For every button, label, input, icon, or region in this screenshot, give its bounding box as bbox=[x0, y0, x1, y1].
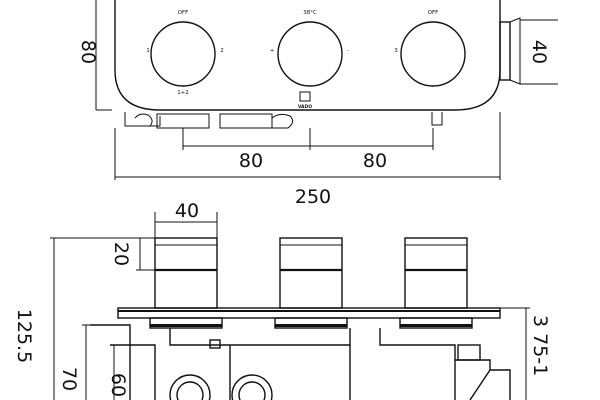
side-depth-block bbox=[499, 21, 511, 81]
dim-70: 70 bbox=[58, 367, 80, 391]
center-dial-left-label: + bbox=[270, 48, 275, 54]
right-range-dim: 3 75-1 bbox=[529, 315, 551, 376]
lower-valves bbox=[124, 112, 443, 129]
right-dial-left-label: 3 bbox=[394, 48, 398, 54]
overall-width-dim: 250 bbox=[295, 186, 331, 208]
front-height-dim: 80 bbox=[77, 40, 99, 64]
right-knob bbox=[400, 21, 466, 87]
lower-view: 40 20 bbox=[13, 200, 551, 400]
side-plate bbox=[117, 307, 501, 319]
total-depth-dim: 125.5 bbox=[13, 309, 35, 363]
spacing-left-dim: 80 bbox=[239, 150, 263, 172]
right-dial-top-label: OFF bbox=[428, 10, 439, 16]
left-dial-left-label: 1 bbox=[146, 48, 150, 54]
center-knob bbox=[277, 21, 343, 87]
left-knob bbox=[150, 21, 216, 87]
center-dial-top-label: 38°C bbox=[303, 10, 317, 16]
left-dial-top-label: OFF bbox=[178, 10, 189, 16]
valve-body bbox=[90, 324, 511, 400]
collar-center bbox=[274, 317, 348, 329]
side-knob-left bbox=[154, 237, 218, 309]
spacing-right-dim: 80 bbox=[363, 150, 387, 172]
side-knob-center bbox=[279, 237, 343, 309]
collar-left bbox=[149, 317, 223, 329]
brand-logo-text: VADO bbox=[298, 104, 312, 110]
dim-60: 60 bbox=[107, 373, 129, 397]
brand-logo-mark bbox=[299, 91, 311, 102]
faceplate bbox=[114, 0, 501, 111]
left-dial-right-label: 2 bbox=[220, 48, 224, 54]
collar-right bbox=[399, 317, 473, 329]
knob-height-dim: 20 bbox=[110, 242, 132, 266]
knob-diameter-dim: 40 bbox=[175, 200, 199, 222]
front-view: OFF 1 2 1+2 38°C + - OFF 3 VADO 80 40 bbox=[77, 0, 558, 208]
left-dial-bottom-label: 1+2 bbox=[177, 90, 189, 96]
front-depth-dim: 40 bbox=[528, 40, 550, 64]
center-dial-right-label: - bbox=[347, 48, 349, 54]
side-knob-right bbox=[404, 237, 468, 309]
